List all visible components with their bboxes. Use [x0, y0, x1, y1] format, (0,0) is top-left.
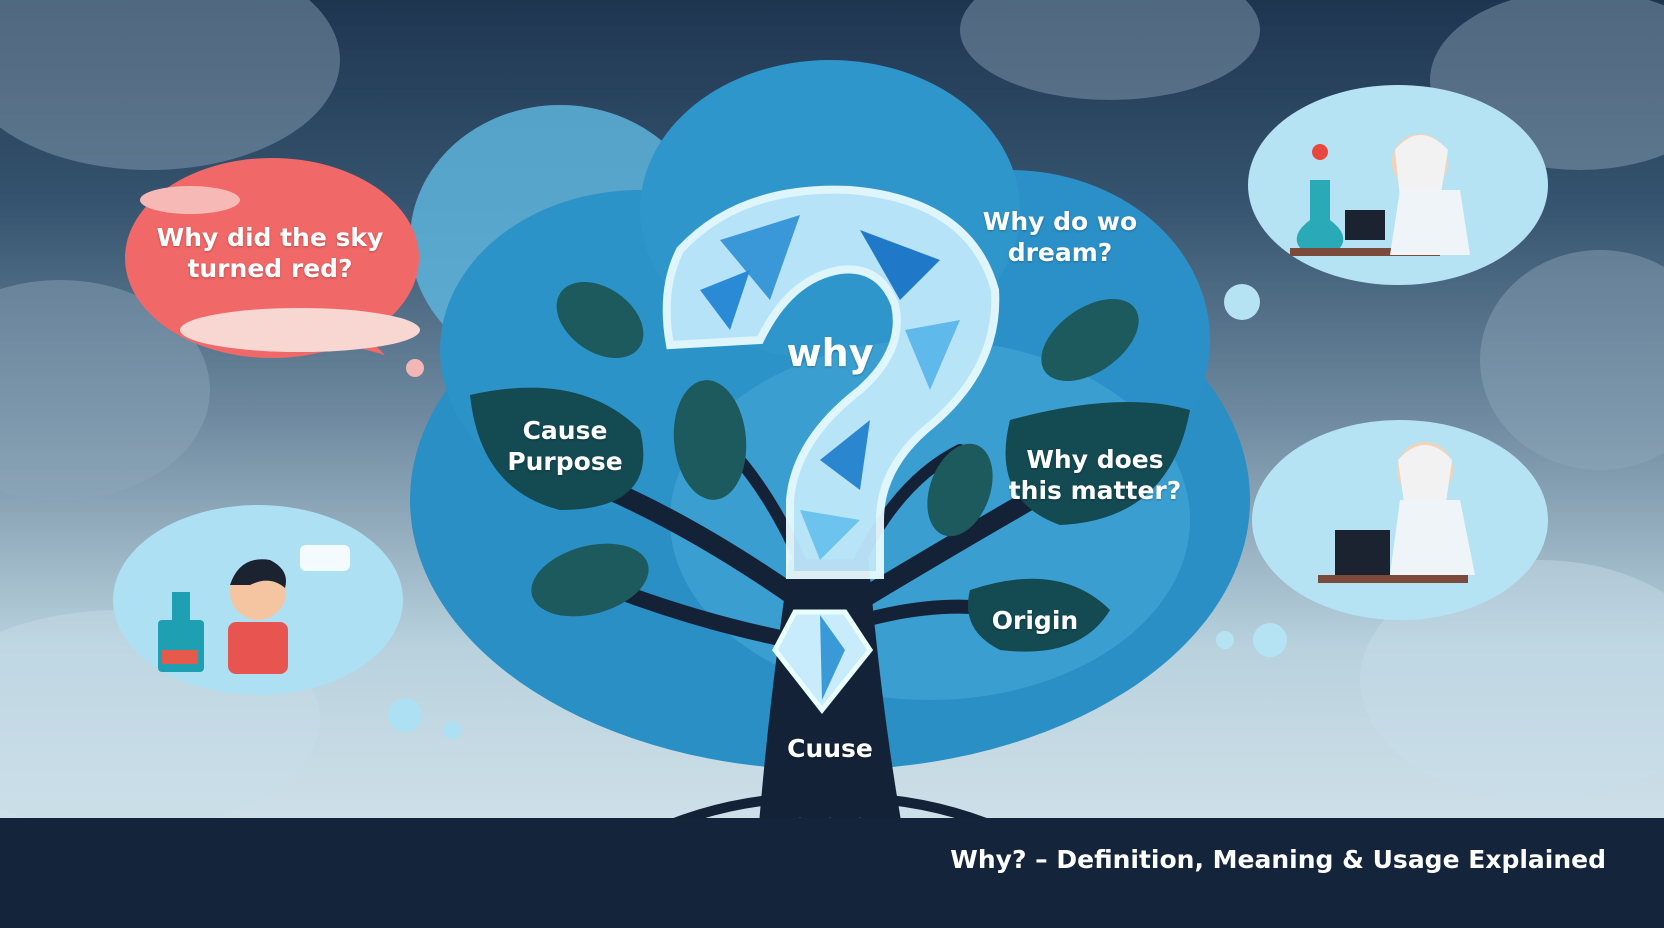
- leaf-why-matter: [1005, 402, 1190, 525]
- diamond-icon: [772, 609, 874, 715]
- sky-question-bubble: [125, 158, 424, 377]
- scientist-bubble-top: [1224, 85, 1548, 320]
- matter-question-text: Why does this matter?: [1008, 445, 1182, 506]
- leaf-cause-purpose: [470, 387, 644, 510]
- tree-leaves: [470, 281, 1190, 652]
- sky-question-text: Why did the sky turned red?: [156, 223, 384, 284]
- leaf-cause-purpose-text: Cause Purpose: [507, 416, 623, 477]
- leaf-origin: [968, 578, 1110, 652]
- scientist-bubble-bottom: [1216, 420, 1548, 657]
- leaf-origin-text: Origin: [991, 606, 1079, 635]
- footer-bar: [0, 818, 1664, 928]
- child-shirt: [228, 622, 288, 674]
- page-caption: Why? – Definition, Meaning & Usage Expla…: [950, 845, 1606, 874]
- dream-question-text: Why do wo dream?: [982, 207, 1138, 268]
- question-mark-icon: [662, 185, 1000, 579]
- center-word-why: why: [786, 331, 874, 375]
- child-bubble: [113, 505, 461, 739]
- trunk-label-text: Cuuse: [787, 734, 873, 763]
